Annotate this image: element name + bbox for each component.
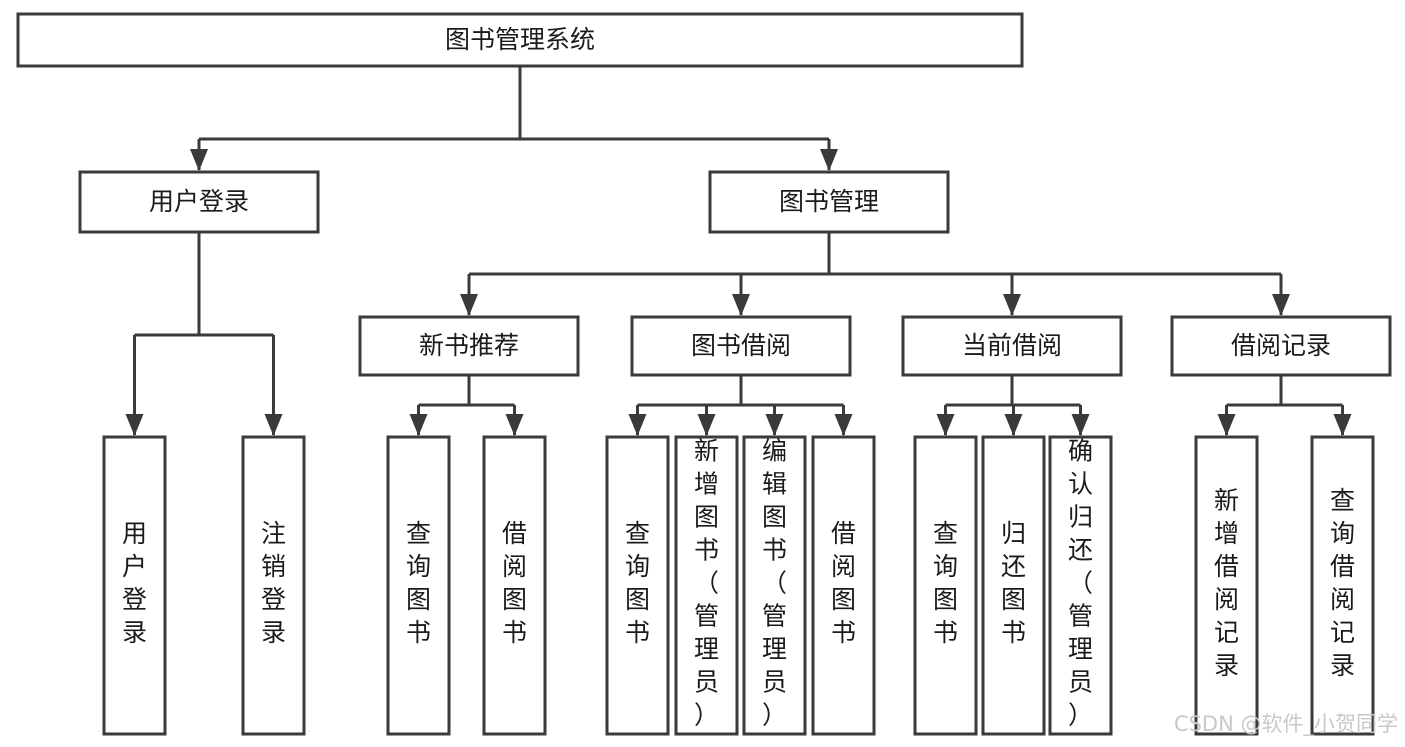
node-box-leaf-query-book-2 [605,435,670,736]
arrowhead-icon-user-login [190,149,208,171]
node-box-book-manage [708,170,950,234]
node-box-new-book-recommend [358,315,580,377]
arrowhead-icon-leaf-user-login [125,414,144,436]
arrowhead-icon-borrow-record [1272,294,1290,316]
csdn-watermark: CSDN @软件_小贺同学 [1174,712,1398,737]
node-leaf-add-record[interactable]: 新增借阅记录 [1194,435,1259,736]
node-box-root [16,12,1024,68]
node-label-new-book-recommend: 新书推荐 [419,331,519,360]
node-label-leaf-borrow-book-2: 借阅图书 [831,519,856,647]
node-leaf-query-record[interactable]: 查询借阅记录 [1310,435,1375,736]
node-borrow-record[interactable]: 借阅记录 [1170,315,1392,377]
node-label-book-manage: 图书管理 [779,187,879,216]
arrowhead-icon-leaf-borrow-book-1 [505,414,524,436]
node-box-borrow-record [1170,315,1392,377]
node-box-leaf-confirm-return [1048,435,1113,736]
arrowhead-icon-leaf-add-record [1217,414,1236,436]
node-label-current-borrow: 当前借阅 [962,331,1062,360]
node-new-book-recommend[interactable]: 新书推荐 [358,315,580,377]
connector-lines [125,66,1352,436]
node-label-leaf-borrow-book-1: 借阅图书 [502,519,527,647]
arrowhead-icon-leaf-add-book [697,414,716,436]
node-label-leaf-add-record: 新增借阅记录 [1214,486,1239,680]
node-user-login[interactable]: 用户登录 [78,170,320,234]
node-leaf-query-book-1[interactable]: 查询图书 [386,435,451,736]
node-root[interactable]: 图书管理系统 [16,12,1024,68]
arrowhead-icon-current-borrow [1003,294,1021,316]
arrowhead-icon-book-manage [820,149,838,171]
node-label-root: 图书管理系统 [445,25,595,54]
arrowhead-icon-leaf-borrow-book-2 [834,414,853,436]
node-label-leaf-logout-login: 注销登录 [261,519,286,647]
node-label-leaf-add-book: 新增图书（管理员） [694,437,719,730]
node-box-leaf-logout-login [241,435,306,736]
node-box-leaf-user-login [102,435,167,736]
node-box-leaf-add-book [674,435,739,736]
node-box-leaf-query-book-1 [386,435,451,736]
arrowhead-icon-book-borrow [732,294,750,316]
node-leaf-return-book[interactable]: 归还图书 [981,435,1046,736]
arrowhead-icon-leaf-edit-book [765,414,784,436]
node-leaf-borrow-book-1[interactable]: 借阅图书 [482,435,547,736]
node-leaf-edit-book[interactable]: 编辑图书（管理员） [742,435,807,736]
node-leaf-user-login[interactable]: 用户登录 [102,435,167,736]
node-label-user-login: 用户登录 [149,187,249,216]
arrowhead-icon-new-book-recommend [460,294,478,316]
node-label-leaf-query-book-2: 查询图书 [625,519,650,647]
node-label-borrow-record: 借阅记录 [1231,331,1331,360]
arrowhead-icon-leaf-confirm-return [1071,414,1090,436]
node-box-leaf-add-record [1194,435,1259,736]
node-box-current-borrow [901,315,1123,377]
node-box-leaf-return-book [981,435,1046,736]
node-leaf-borrow-book-2[interactable]: 借阅图书 [811,435,876,736]
node-box-leaf-edit-book [742,435,807,736]
node-label-book-borrow: 图书借阅 [691,331,791,360]
node-box-leaf-query-record [1310,435,1375,736]
node-box-book-borrow [630,315,852,377]
node-leaf-add-book[interactable]: 新增图书（管理员） [674,435,739,736]
node-box-leaf-query-book-3 [913,435,978,736]
node-book-borrow[interactable]: 图书借阅 [630,315,852,377]
arrowhead-icon-leaf-query-book-1 [409,414,428,436]
arrowhead-icon-leaf-query-book-3 [936,414,955,436]
node-leaf-confirm-return[interactable]: 确认归还（管理员） [1048,435,1113,736]
node-leaf-logout-login[interactable]: 注销登录 [241,435,306,736]
node-label-leaf-confirm-return: 确认归还（管理员） [1068,437,1093,730]
node-leaf-query-book-3[interactable]: 查询图书 [913,435,978,736]
arrowhead-icon-leaf-query-record [1333,414,1352,436]
node-leaf-query-book-2[interactable]: 查询图书 [605,435,670,736]
node-label-leaf-query-book-1: 查询图书 [406,519,431,647]
node-box-user-login [78,170,320,234]
node-label-leaf-edit-book: 编辑图书（管理员） [762,437,787,730]
node-boxes: 图书管理系统用户登录图书管理新书推荐图书借阅当前借阅借阅记录用户登录注销登录查询… [16,12,1392,736]
node-box-leaf-borrow-book-1 [482,435,547,736]
node-label-leaf-return-book: 归还图书 [1001,519,1026,647]
node-label-leaf-user-login: 用户登录 [122,519,147,647]
node-label-leaf-query-record: 查询借阅记录 [1330,486,1355,680]
arrowhead-icon-leaf-query-book-2 [628,414,647,436]
node-box-leaf-borrow-book-2 [811,435,876,736]
node-current-borrow[interactable]: 当前借阅 [901,315,1123,377]
node-label-leaf-query-book-3: 查询图书 [933,519,958,647]
node-book-manage[interactable]: 图书管理 [708,170,950,234]
arrowhead-icon-leaf-logout-login [264,414,283,436]
arrowhead-icon-leaf-return-book [1004,414,1023,436]
